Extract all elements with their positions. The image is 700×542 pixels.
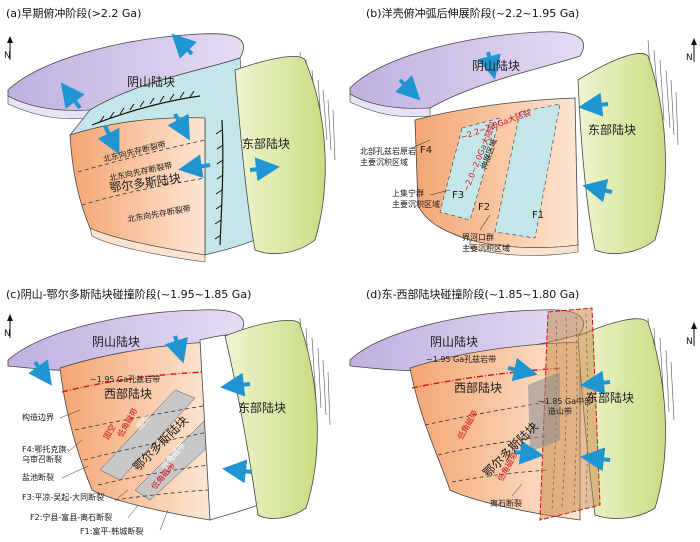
fault-c-f4 (74, 404, 209, 431)
annotation-jining: 上集宁群 主要沉积区域 (392, 188, 451, 209)
annotation-lishi: 离石断裂 (490, 483, 523, 508)
label-east-d: 东部陆块 (586, 390, 634, 405)
subduction-line-a1 (91, 95, 201, 126)
label-west-c: 西部陆块 (104, 386, 152, 401)
extension-zone-b2 (494, 103, 561, 239)
panel-a-title: (a)早期俯冲阶段(>2.2 Ga) (6, 6, 141, 20)
north-label: N (4, 51, 11, 61)
arrow-icon (164, 335, 188, 364)
subduction-teeth-a2 (214, 129, 224, 240)
arrow-icon (580, 370, 611, 395)
arrow-icon (60, 82, 85, 110)
east-block-a (234, 55, 326, 255)
arrow-icon (507, 357, 538, 382)
north-arrow-icon: N (686, 38, 697, 63)
motion-arrows-b (395, 51, 613, 203)
arrow-icon (97, 125, 120, 155)
annotation-boundary: 构造边界 (22, 412, 54, 422)
arrow-icon (178, 154, 211, 179)
label-f3: F3 (452, 190, 464, 201)
annotation-north-khondalite: 北部孔兹岩原岩 主要沉积区域 (360, 139, 431, 167)
fault-d3 (451, 469, 549, 483)
fault-c-f3 (83, 431, 209, 461)
motion-arrows-d (507, 357, 611, 472)
label-yinshan-c: 阴山陆块 (92, 334, 140, 349)
panel-c: (c)阴山-鄂尔多斯陆块碰撞阶段(~1.95~1.85 Ga) N (4, 287, 331, 536)
yinshan-block-b (349, 31, 584, 109)
grey-overlay-d (528, 372, 560, 452)
north-arrow-icon: N (686, 322, 697, 347)
annotation-f3: F3:平凉-吴起-大同断裂 (22, 492, 104, 502)
arrow-icon (578, 92, 609, 117)
annotation-yanchi: 盐池断裂 (22, 472, 54, 482)
arrow-icon (582, 178, 613, 203)
annotation-f1: F1:富平-韩城断裂 (80, 526, 143, 536)
fault-belt-a2 (81, 177, 206, 206)
motion-arrows-c (28, 335, 253, 484)
annotation-line: 界河口群 (462, 232, 494, 242)
annotations-c: 构造边界 F4:鄂托克旗- 乌审召断裂 盐池断裂 F3:平凉-吴起-大同断裂 F… (22, 409, 169, 536)
annotation-f4-line2: 乌审召断裂 (22, 454, 62, 464)
arrow-icon (171, 33, 197, 59)
label-yinshan-b: 阴山陆块 (472, 58, 520, 73)
arrow-icon (477, 51, 501, 80)
north-arrow-icon: N (4, 314, 13, 339)
annotation-line: 上集宁群 (392, 188, 424, 198)
label-yinshan-d: 阴山陆块 (430, 334, 478, 349)
grey-belt-c1 (99, 389, 196, 481)
arrow-icon (513, 440, 544, 465)
label-east-b: 东部陆块 (588, 122, 636, 137)
fault-c-f1 (114, 489, 209, 501)
arrow-icon (395, 75, 421, 101)
label-west-d: 西部陆块 (454, 380, 502, 395)
panel-c-title: (c)阴山-鄂尔多斯陆块碰撞阶段(~1.95~1.85 Ga) (6, 287, 251, 301)
annotation-f4-line1: F4:鄂托克旗- (22, 444, 69, 454)
label-f2: F2 (478, 202, 490, 213)
arrow-icon (220, 372, 251, 397)
north-label: N (4, 329, 11, 339)
panel-a: (a)早期俯冲阶段(>2.2 Ga) N (4, 6, 336, 263)
annotation-line: 北部孔兹岩原岩 (360, 146, 416, 156)
label-khondalite-c: ~1.95 Ga孔兹岩带 (90, 374, 160, 384)
north-arrow-icon: N (4, 36, 13, 61)
subduction-line-a2 (219, 119, 224, 246)
extension-zone-b1 (439, 117, 501, 221)
north-label: N (686, 337, 693, 347)
panel-d: (d)东-西部陆块碰撞阶段(~1.85~1.80 Ga) N (349, 287, 697, 521)
arrow-icon (28, 359, 52, 386)
label-f4: F4 (420, 145, 432, 156)
label-khondalite-d: ~1.95 Ga孔兹岩带 (426, 354, 496, 364)
annotation-f2: F2:宁县-富县-离石断裂 (30, 512, 112, 522)
tectonic-boundary-d (411, 367, 561, 389)
panel-d-title: (d)东-西部陆块碰撞阶段(~1.85~1.80 Ga) (366, 287, 579, 301)
fault-belt-a1 (77, 139, 206, 173)
arrow-icon (222, 459, 253, 484)
east-block-b (577, 53, 666, 255)
subduction-teeth-a1 (99, 90, 195, 123)
arrow-icon (580, 447, 611, 472)
annotation-jiehekou: 界河口群 主要沉积区域 (462, 214, 510, 253)
label-east-c: 东部陆块 (238, 400, 286, 415)
ordos-block-b-side (469, 239, 579, 256)
label-orogen-d-1: ~1.85 Ga中部 (538, 396, 592, 406)
arrow-icon (249, 157, 280, 182)
annotation-line: 主要沉积区域 (392, 199, 440, 209)
panel-b: (b)洋壳俯冲弧后伸展阶段(~2.2~1.95 Ga) N 阴山陆块 东部陆块 … (349, 6, 697, 256)
fault-c-f2 (97, 464, 209, 486)
arrow-icon (167, 113, 190, 141)
panel-b-title: (b)洋壳俯冲弧后伸展阶段(~2.2~1.95 Ga) (366, 6, 579, 20)
annotation-lishi-text: 离石断裂 (490, 498, 522, 508)
label-f1: F1 (532, 210, 544, 221)
motion-arrows-a (60, 33, 280, 182)
ordos-block-a-side (89, 227, 206, 263)
label-orogen-d-2: 造山带 (548, 406, 572, 416)
annotation-line: 主要沉积区域 (462, 243, 510, 253)
north-label: N (686, 53, 693, 63)
label-yinshan-a: 阴山陆块 (127, 74, 175, 89)
east-block-c (224, 320, 318, 519)
label-east-a: 东部陆块 (242, 136, 290, 151)
annotation-line: 主要沉积区域 (360, 157, 408, 167)
